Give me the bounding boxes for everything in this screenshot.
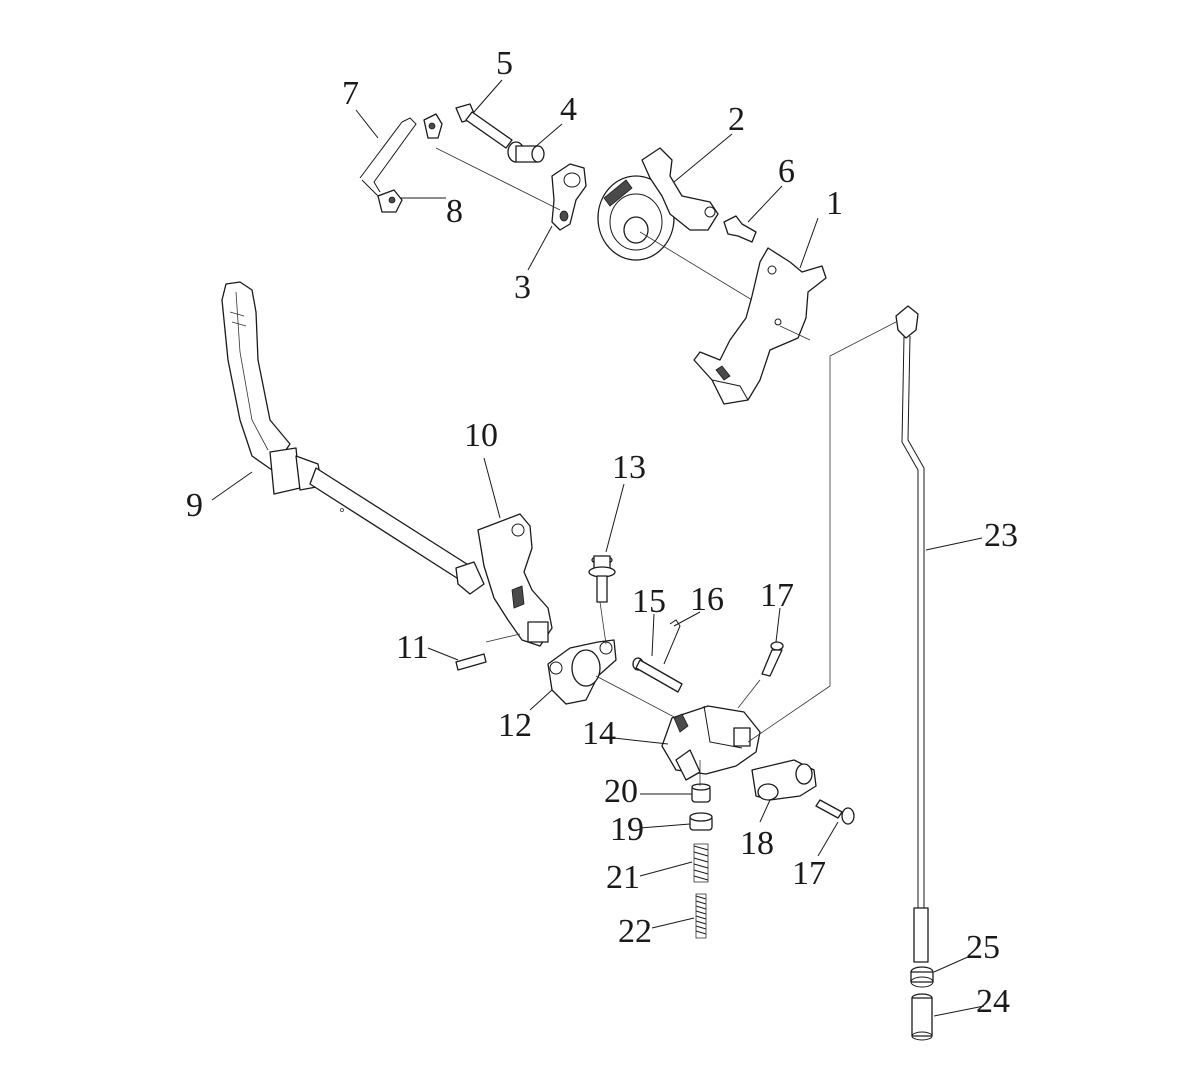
- part-14-shift-block: [661, 705, 761, 781]
- part-17-screw-upper: [761, 641, 784, 677]
- part-2-shift-cam: [597, 147, 719, 261]
- part-20-cap: [691, 783, 711, 803]
- part-4-bushing: [507, 141, 545, 163]
- part-18-detent-bracket: [751, 759, 817, 801]
- callout-13: 13: [612, 449, 646, 486]
- part-6-pin: [723, 215, 757, 243]
- callout-labels: 1 2 3 4 5 6 7 8 9 10 11 12 13 14 15 16 1…: [186, 45, 1018, 1020]
- callout-1: 1: [826, 185, 843, 222]
- callout-8: 8: [446, 193, 463, 230]
- leader-lines: [211, 79, 985, 1017]
- callout-24: 24: [976, 983, 1010, 1020]
- callout-9: 9: [186, 487, 203, 524]
- part-16-cotter-pin: [663, 619, 681, 665]
- assembly-axis-lines: [435, 147, 897, 786]
- callout-18: 18: [740, 825, 774, 862]
- callout-5: 5: [496, 45, 513, 82]
- part-15-clevis-pin: [632, 657, 683, 693]
- part-11-pin: [455, 653, 487, 671]
- part-7-wire-link: [359, 117, 417, 197]
- callout-19: 19: [610, 811, 644, 848]
- part-13-flange-bolt: [588, 555, 616, 603]
- callout-2: 2: [728, 101, 745, 138]
- callout-22: 22: [618, 913, 652, 950]
- callout-17-lower: 17: [792, 855, 826, 892]
- part-12-clamp-collar: [547, 639, 617, 705]
- callout-23: 23: [984, 517, 1018, 554]
- part-8-clip-lower: [377, 189, 403, 213]
- callout-12: 12: [498, 707, 532, 744]
- part-9-shift-lever: [221, 281, 485, 595]
- part-24-coupling-sleeve: [911, 993, 933, 1041]
- callout-16: 16: [690, 581, 724, 618]
- part-22-spring: [695, 893, 707, 939]
- callout-7: 7: [342, 75, 359, 112]
- part-17-screw-lower: [815, 799, 855, 825]
- callout-4: 4: [560, 91, 577, 128]
- callout-11: 11: [396, 629, 429, 666]
- part-1-bracket-plate: [693, 247, 827, 405]
- callout-10: 10: [464, 417, 498, 454]
- part-3-lever-link: [551, 163, 587, 231]
- part-8-clip-upper: [423, 113, 443, 139]
- part-5-bolt: [455, 103, 513, 149]
- callout-15: 15: [632, 583, 666, 620]
- callout-20: 20: [604, 773, 638, 810]
- callout-25: 25: [966, 929, 1000, 966]
- part-19-bushing: [689, 812, 713, 831]
- callout-21: 21: [606, 859, 640, 896]
- part-10-fork-bracket: [477, 513, 553, 647]
- part-23-shift-rod: [895, 305, 929, 963]
- callout-6: 6: [778, 153, 795, 190]
- callout-3: 3: [514, 269, 531, 306]
- callout-14: 14: [582, 715, 616, 752]
- part-25-nut: [910, 966, 934, 988]
- callout-17-upper: 17: [760, 577, 794, 614]
- part-21-spring: [693, 843, 709, 883]
